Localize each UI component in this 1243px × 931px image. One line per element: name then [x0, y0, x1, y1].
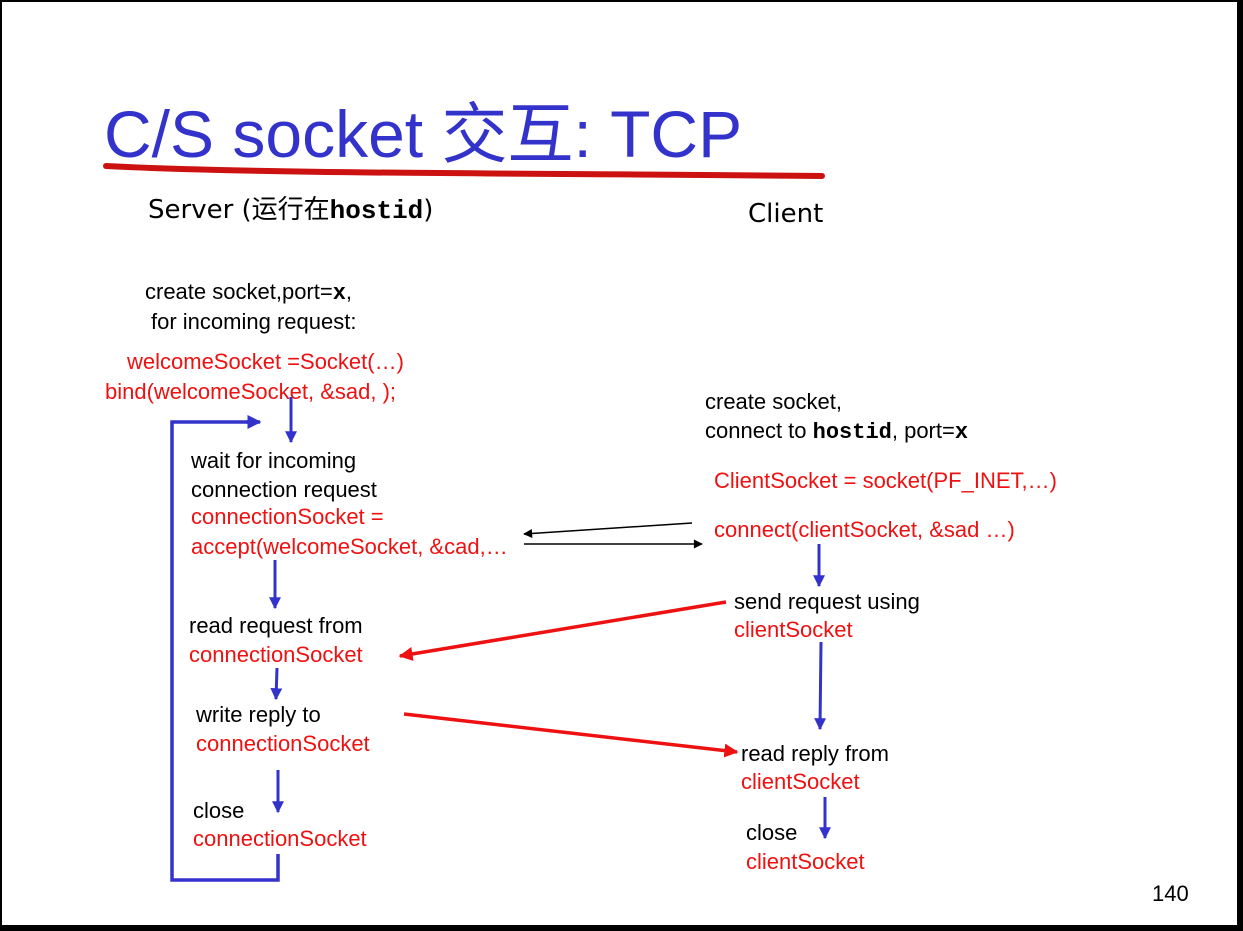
- read-request-line1: read request from: [189, 613, 363, 638]
- server-create-line2: for incoming request:: [151, 309, 357, 334]
- server-create-prefix: create socket,port=: [145, 279, 333, 304]
- arrow-handshake-to-server: [523, 522, 693, 538]
- client-create-line1: create socket,: [705, 389, 842, 414]
- server-create-line1: create socket,port=x,: [145, 277, 352, 308]
- send-request-line2: clientSocket: [734, 617, 853, 642]
- client-close-line2: clientSocket: [746, 849, 865, 874]
- arrow-send-to-read: [814, 641, 827, 731]
- welcome-socket-code: welcomeSocket =Socket(…): [127, 349, 404, 374]
- server-heading-suffix: ): [423, 195, 434, 225]
- client-socket-code: ClientSocket = socket(PF_INET,…): [714, 468, 1057, 493]
- title-underline: [103, 163, 825, 179]
- send-request-line1: send request using: [734, 589, 920, 614]
- client-close-line1: close: [746, 820, 798, 845]
- write-reply-line1: write reply to: [196, 702, 321, 727]
- client-connect-mid: , port=: [891, 418, 955, 443]
- bind-code: bind(welcomeSocket, &sad, );: [105, 379, 397, 404]
- wait-line2: connection request: [191, 477, 377, 502]
- accept-line1: connectionSocket =: [191, 504, 384, 529]
- arrow-read-to-write: [270, 667, 283, 701]
- server-heading-prefix: Server (运行在: [148, 195, 330, 225]
- loop-back-frame: [170, 420, 280, 882]
- client-connect-code: connect(clientSocket, &sad …): [714, 517, 1015, 542]
- read-request-line2: connectionSocket: [189, 642, 363, 667]
- client-connect-prefix: connect to: [705, 418, 813, 443]
- accept-line2: accept(welcomeSocket, &cad,…: [191, 534, 508, 559]
- client-heading: Client: [748, 199, 824, 229]
- arrow-reply-data: [403, 712, 739, 758]
- server-heading: Server (运行在hostid): [148, 194, 433, 227]
- slide-title: C/S socket 交互: TCP: [104, 97, 743, 171]
- server-create-port: x: [332, 281, 346, 306]
- server-heading-host: hostid: [329, 196, 424, 226]
- page-number: 140: [1152, 881, 1189, 906]
- server-create-suffix: ,: [345, 279, 353, 304]
- arrow-request-data: [398, 600, 727, 661]
- server-close-line2: connectionSocket: [193, 826, 367, 851]
- read-reply-line1: read reply from: [741, 741, 889, 766]
- client-connect-host: hostid: [812, 420, 892, 445]
- read-reply-line2: clientSocket: [741, 769, 860, 794]
- server-close-line1: close: [193, 798, 245, 823]
- client-connect-port: x: [954, 420, 969, 445]
- wait-line1: wait for incoming: [191, 448, 357, 473]
- write-reply-line2: connectionSocket: [196, 731, 370, 756]
- client-connect-line: connect to hostid, port=x: [705, 416, 968, 447]
